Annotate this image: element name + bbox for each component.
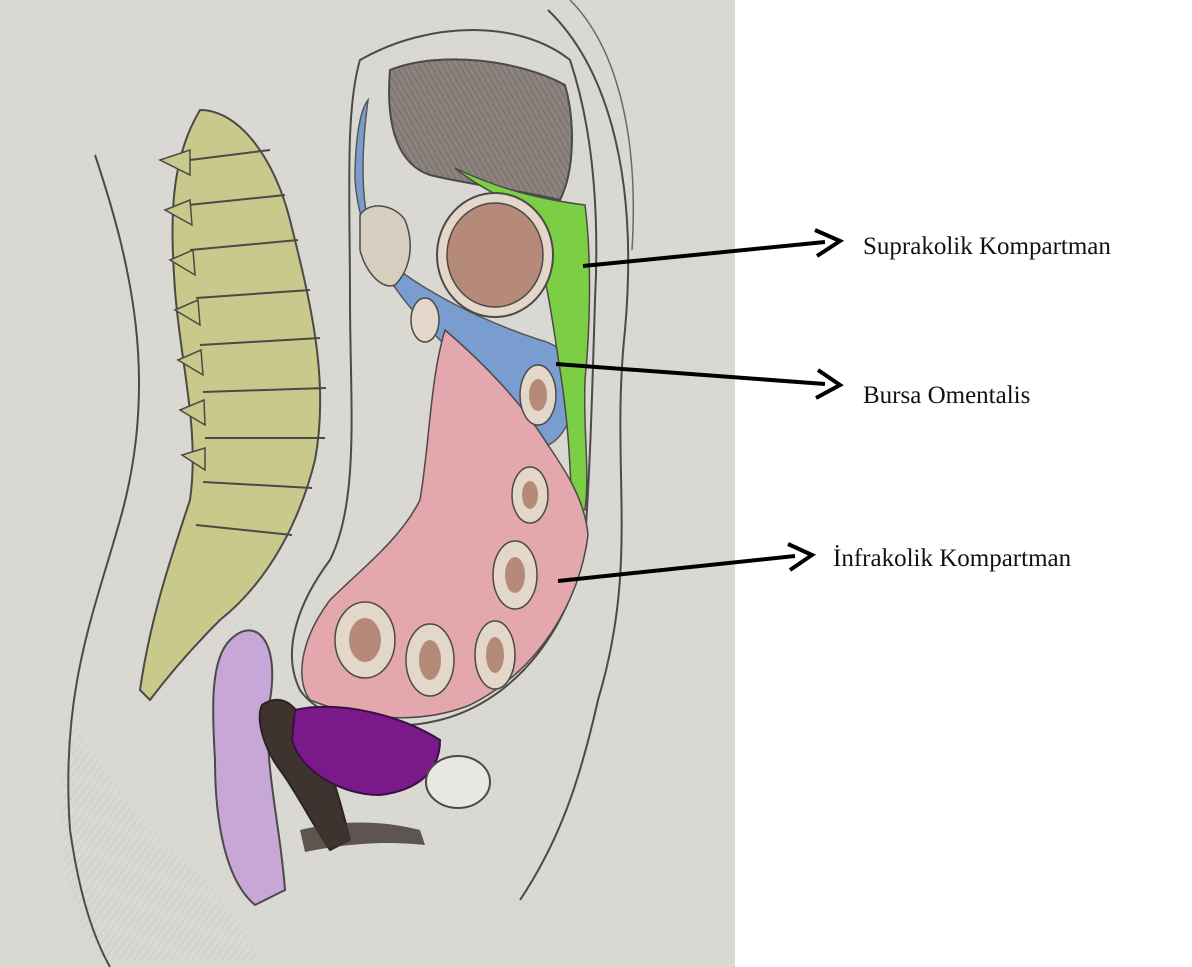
intestine-loop [486, 637, 504, 673]
intestine-loop [419, 640, 441, 680]
pubic-symphysis [426, 756, 490, 808]
label-infrakolik-kompartman: İnfrakolik Kompartman [833, 546, 1071, 571]
intestine-loop [349, 618, 381, 662]
intestine-loop [505, 557, 525, 593]
label-suprakolik-kompartman: Suprakolik Kompartman [863, 234, 1111, 259]
intestine-loop [522, 481, 538, 509]
stomach-content [447, 203, 543, 307]
intestine-loop [411, 298, 439, 342]
label-bursa-omentalis: Bursa Omentalis [863, 383, 1030, 408]
intestine-loop [529, 379, 547, 411]
